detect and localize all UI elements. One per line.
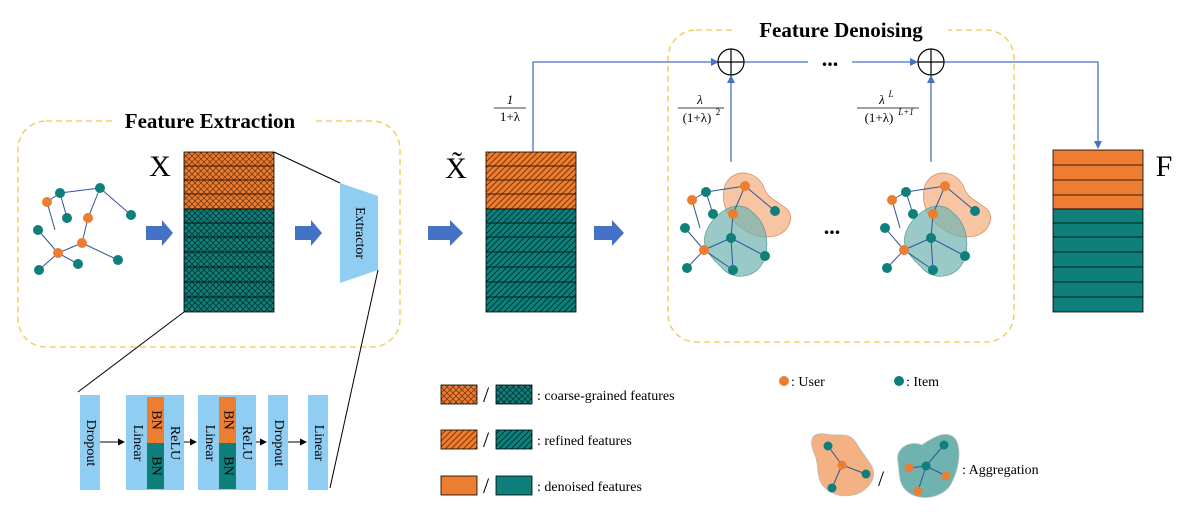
input-graph bbox=[33, 183, 136, 275]
coefficient-second: λ (1+λ) 2 bbox=[678, 92, 724, 125]
graph-node-item bbox=[126, 210, 136, 220]
graph-node-item bbox=[95, 183, 105, 193]
legend-user-dot bbox=[779, 376, 789, 386]
x-matrix bbox=[183, 151, 275, 313]
linear-block bbox=[308, 395, 328, 490]
svg-text:λ: λ bbox=[696, 92, 703, 107]
legend-swatch-coarse-orange bbox=[440, 384, 478, 405]
legend-slash: / bbox=[483, 427, 490, 452]
extractor-pipeline: Dropout Linear BN BN ReLU Linear BN BN R… bbox=[80, 395, 328, 490]
legend-refined-label: : refined features bbox=[537, 434, 632, 449]
graph-node-item bbox=[55, 188, 65, 198]
legend-user-label: : User bbox=[791, 375, 825, 390]
svg-text:λ: λ bbox=[878, 92, 885, 107]
flow-line-x-tilde bbox=[532, 58, 719, 152]
arrow-graph-to-x bbox=[146, 220, 173, 246]
graph-node-user bbox=[42, 197, 52, 207]
legend-slash: / bbox=[483, 382, 490, 407]
legend-aggregation-label: : Aggregation bbox=[962, 463, 1039, 478]
x-symbol: X bbox=[149, 150, 171, 183]
legend-item-dot bbox=[894, 376, 904, 386]
relu2-label: ReLU bbox=[239, 426, 254, 460]
ellipsis-middle: ... bbox=[824, 214, 841, 239]
arrow-to-x-tilde bbox=[428, 220, 463, 246]
graph-node-user bbox=[83, 213, 93, 223]
sum-node-2 bbox=[917, 48, 945, 76]
legend-swatch-denoised-orange bbox=[440, 475, 478, 496]
graph-node-user bbox=[53, 248, 63, 258]
bn2-top-label: BN bbox=[220, 410, 235, 429]
dropout-block bbox=[268, 395, 288, 490]
legend-aggregation-teal bbox=[897, 434, 960, 498]
aggregation-graph-2 bbox=[880, 172, 991, 277]
coefficient-first: 1 1+λ bbox=[494, 92, 526, 124]
graph-node-item bbox=[62, 213, 72, 223]
x-tilde-symbol: X̃ bbox=[445, 152, 467, 185]
legend-slash: / bbox=[483, 473, 490, 498]
flow-line-to-f bbox=[944, 61, 1102, 149]
graph-node-user bbox=[77, 238, 87, 248]
linear2-label: Linear bbox=[202, 425, 217, 462]
bn1-bottom-label: BN bbox=[148, 456, 163, 475]
svg-text:L+1: L+1 bbox=[897, 107, 914, 117]
legend-swatch-denoised-teal bbox=[495, 475, 533, 496]
graph-node-item bbox=[33, 225, 43, 235]
svg-text:(1+λ): (1+λ) bbox=[865, 110, 894, 125]
svg-text:2: 2 bbox=[716, 107, 721, 117]
dropout2-label: Dropout bbox=[271, 420, 286, 467]
legend-aggregation-slash: / bbox=[878, 466, 885, 491]
graph-node-item bbox=[34, 265, 44, 275]
bn2-bottom-label: BN bbox=[220, 456, 235, 475]
svg-text:(1+λ): (1+λ) bbox=[683, 110, 712, 125]
dropout-block bbox=[80, 395, 100, 490]
ellipsis-top: ... bbox=[822, 46, 839, 71]
extractor-label: Extractor bbox=[352, 207, 367, 259]
feature-denoising-title: Feature Denoising bbox=[759, 18, 923, 42]
bn1-top-label: BN bbox=[148, 410, 163, 429]
legend-item-label: : Item bbox=[906, 375, 939, 390]
linear3-label: Linear bbox=[311, 425, 326, 462]
f-matrix bbox=[1052, 149, 1144, 313]
f-symbol: F bbox=[1156, 150, 1173, 183]
relu1-label: ReLU bbox=[167, 426, 182, 460]
legend-swatch-coarse-teal bbox=[495, 384, 533, 405]
sum-node-1 bbox=[717, 48, 745, 76]
graph-node-item bbox=[113, 255, 123, 265]
legend-swatch-refined-orange bbox=[440, 429, 478, 450]
coefficient-last: λ L (1+λ) L+1 bbox=[857, 89, 919, 125]
legend-coarse-label: : coarse-grained features bbox=[537, 389, 675, 404]
legend: / : coarse-grained features / : refined … bbox=[440, 375, 1039, 498]
arrow-x-to-extractor bbox=[295, 220, 322, 246]
feature-extraction-title: Feature Extraction bbox=[125, 109, 296, 133]
x-tilde-matrix bbox=[485, 151, 577, 313]
aggregation-graph-1 bbox=[680, 172, 791, 277]
arrow-x-tilde-to-graphs bbox=[594, 220, 624, 246]
svg-text:1: 1 bbox=[507, 92, 514, 107]
linear1-label: Linear bbox=[130, 425, 145, 462]
extractor-block bbox=[340, 183, 378, 283]
dropout1-label: Dropout bbox=[83, 420, 98, 467]
legend-swatch-refined-teal bbox=[495, 429, 533, 450]
svg-text:L: L bbox=[887, 89, 893, 99]
svg-text:1+λ: 1+λ bbox=[500, 109, 521, 124]
graph-node-item bbox=[73, 259, 83, 269]
legend-aggregation-orange bbox=[811, 433, 875, 497]
legend-denoised-label: : denoised features bbox=[537, 480, 642, 495]
